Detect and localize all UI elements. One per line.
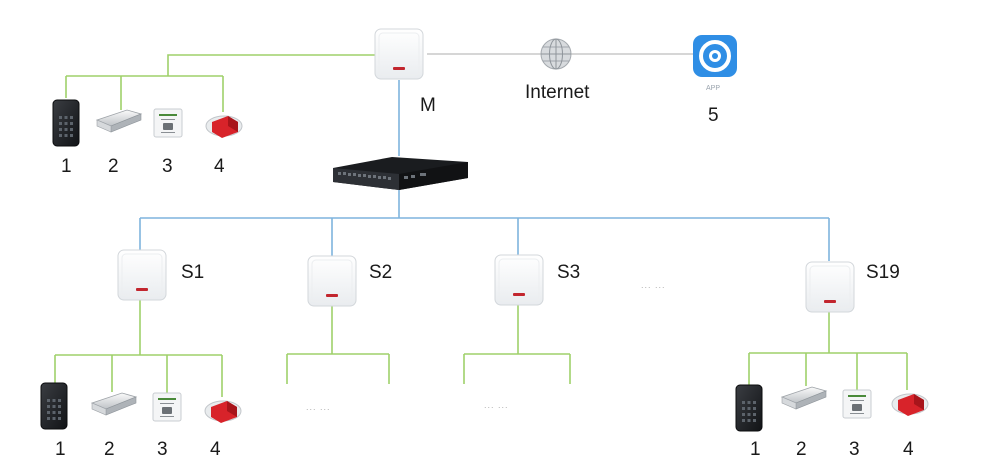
app-number-label: 5 bbox=[708, 105, 719, 126]
s1-device-label-4: 4 bbox=[210, 439, 221, 460]
magnetic-lock-icon bbox=[96, 109, 142, 133]
mobile-app-icon[interactable] bbox=[693, 35, 737, 77]
device-label-2: 2 bbox=[108, 156, 119, 177]
card-reader-icon bbox=[52, 99, 80, 147]
master-controller[interactable] bbox=[374, 28, 424, 80]
network-switch-icon[interactable] bbox=[333, 157, 468, 190]
magnetic-lock-icon bbox=[91, 392, 137, 416]
s3-devices-ellipsis: ... ... bbox=[484, 400, 509, 410]
exit-button-icon bbox=[152, 392, 182, 422]
card-reader-icon bbox=[735, 384, 763, 432]
internet-label: Internet bbox=[525, 82, 590, 103]
alarm-siren-icon bbox=[204, 400, 242, 424]
sub-rs485-wiring bbox=[54, 300, 908, 397]
s19-device-label-1: 1 bbox=[750, 439, 761, 460]
s19-device-label-4: 4 bbox=[903, 439, 914, 460]
alarm-siren-icon bbox=[205, 115, 243, 139]
s1-device-label-1: 1 bbox=[55, 439, 66, 460]
s19-device-label-2: 2 bbox=[796, 439, 807, 460]
master-label: M bbox=[420, 95, 436, 116]
sub-controller-s1[interactable] bbox=[117, 249, 167, 301]
sub-controller-s2[interactable] bbox=[307, 255, 357, 307]
sub-label-s19: S19 bbox=[866, 262, 900, 283]
app-caption: APP bbox=[706, 85, 720, 92]
alarm-siren-icon bbox=[891, 393, 929, 417]
sub-controller-s19[interactable] bbox=[805, 261, 855, 313]
s2-devices-ellipsis: ... ... bbox=[306, 402, 331, 412]
s1-device-label-2: 2 bbox=[104, 439, 115, 460]
sub-label-s2: S2 bbox=[369, 262, 392, 283]
s1-device-label-3: 3 bbox=[157, 439, 168, 460]
magnetic-lock-icon bbox=[781, 386, 827, 410]
more-controllers-ellipsis: ... ... bbox=[641, 280, 666, 290]
card-reader-icon bbox=[40, 382, 68, 430]
master-rs485-wiring bbox=[65, 54, 377, 112]
exit-button-icon bbox=[842, 389, 872, 419]
globe-icon bbox=[540, 38, 572, 70]
device-label-1: 1 bbox=[61, 156, 72, 177]
exit-button-icon bbox=[153, 108, 183, 138]
ethernet-wiring bbox=[139, 80, 830, 261]
sub-label-s3: S3 bbox=[557, 262, 580, 283]
device-label-3: 3 bbox=[162, 156, 173, 177]
sub-controller-s3[interactable] bbox=[494, 254, 544, 306]
sub-label-s1: S1 bbox=[181, 262, 204, 283]
s19-device-label-3: 3 bbox=[849, 439, 860, 460]
device-label-4: 4 bbox=[214, 156, 225, 177]
